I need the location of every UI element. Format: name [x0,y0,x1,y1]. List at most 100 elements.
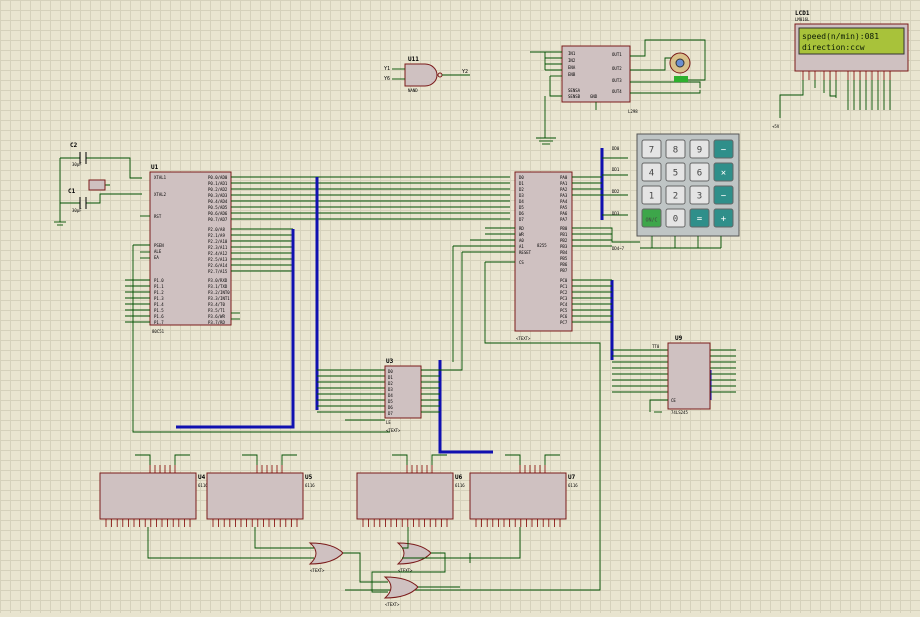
u1-p0-5: P0.5/AD5 [208,205,228,210]
keypad-key[interactable]: + [713,208,734,228]
u1-rst: RST [154,214,162,219]
keypad-key-face [689,208,710,228]
u1-p1-7: P1.7 [154,320,164,325]
c1-value: 30pF [72,208,82,213]
keypad-key[interactable]: × [713,162,734,182]
keypad-key[interactable]: − [713,139,734,159]
u1-p2-0: P2.0/A8 [208,227,225,232]
u1-p0-2: P0.2/AD2 [208,187,228,192]
u9-buffer[interactable]: U9 CE 74LS245 TT0 [649,335,711,415]
u2-pa5: PA5 [560,205,568,210]
u2-a0: A0 [519,238,524,243]
keypad-key-face [641,139,662,159]
memory-chip[interactable]: U7 6116 [469,454,578,527]
lcd-screen [798,27,905,55]
keypad-key[interactable]: 5 [665,162,686,182]
u2-ppi-8255[interactable]: U2 D0 D1 D2 D3 D4 D5 D6 D7 RD WR A0 A1 R… [345,157,640,591]
driver-pin-sensb: SENSB [568,94,581,99]
u2-pa6: PA6 [560,211,568,216]
u2-pb7: PB7 [560,268,568,273]
keypad-key-face [641,208,662,228]
memory-chip-ref: U7 [568,474,576,481]
u2-pb2: PB2 [560,238,568,243]
keypad-key-label: 6 [697,169,702,179]
motor-driver[interactable]: IN1 IN2 ENA ENB SENSA SENSB OUT1 OUT2 OU… [530,39,706,145]
u11-part: NAND [408,88,418,93]
keypad-key-label: − [721,192,727,202]
driver-part: L298 [628,109,638,114]
memory-chip-ref: U5 [305,474,313,481]
u9-body [667,342,711,410]
keypad-key-face [665,139,686,159]
memory-chip-wire [242,454,258,465]
memory-chip-body [206,472,304,520]
memory-chip-wire [392,454,408,465]
u11-ref: U11 [408,56,419,63]
u2-wr: WR [519,232,524,237]
keypad-key[interactable]: 9 [689,139,710,159]
keypad-key[interactable]: ON/C [641,208,662,228]
crystal [88,179,106,191]
keypad-key[interactable]: 1 [641,185,662,205]
memory-chip-wire [281,454,297,465]
keypad-key-face [713,208,734,228]
keypad-key-face [713,185,734,205]
keypad-row-d: DD3 [612,211,620,216]
keypad-key-face [713,162,734,182]
keypad-key-label: × [721,169,726,179]
u1-ref: U1 [151,164,159,171]
u1-p3-2: P3.2/INT0 [208,290,230,295]
u2-d1: D1 [519,181,524,186]
u11-nand-gate[interactable]: U11 Y1 Y6 Y2 NAND [384,56,470,93]
keypad-key[interactable]: 0 [665,208,686,228]
keypad-key[interactable]: 6 [689,162,710,182]
or-gate-3[interactable]: <TEXT> [383,576,419,607]
u2-pb4: PB4 [560,250,568,255]
u1-p2-1: P2.1/A9 [208,233,225,238]
u3-d6: D6 [388,405,393,410]
keypad-key[interactable]: = [689,208,710,228]
memory-chip-body [356,472,454,520]
u1-p2-2: P2.2/A10 [208,239,228,244]
keypad-key[interactable]: 8 [665,139,686,159]
u1-p0-3: P0.3/AD3 [208,193,228,198]
memory-chip-part: 6116 [568,483,578,488]
u3-latch[interactable]: U3 D0 D1 D2 D3 D4 D5 D6 D7 LE <TEXT> [345,358,440,433]
u1-p0-7: P0.7/AD7 [208,217,228,222]
lcd-module[interactable]: LCD1 LM016L speed(n/min):081 direction:c… [772,10,909,129]
u1-part: 80C51 [152,329,165,334]
u1-microcontroller[interactable]: U1 XTAL1 XTAL2 RST PSEN ALE EA P1.0 P1.1… [125,164,510,433]
keypad-key[interactable]: − [713,185,734,205]
memory-chip-part: 6116 [455,483,465,488]
u3-le: LE [386,420,391,425]
keypad-key[interactable]: 4 [641,162,662,182]
u1-p3-7: P3.7/RD [208,320,225,325]
oscillator-section[interactable]: C2 C1 30pF 30pF [54,142,142,226]
keypad-key[interactable]: 7 [641,139,662,159]
u2-d2: D2 [519,187,524,192]
u3-d5: D5 [388,399,393,404]
keypad-key-face [665,185,686,205]
u1-p3-1: P3.1/TXD [208,284,228,289]
u2-rd: RD [519,226,524,231]
u2-d7: D7 [519,217,524,222]
keypad-key-label: − [721,146,727,156]
memory-chip-wire [505,454,521,465]
u2-a1: A1 [519,244,524,249]
driver-pin-out3: OUT3 [612,78,622,83]
driver-pin-ena: ENA [568,65,576,70]
keypad-key[interactable]: 3 [689,185,710,205]
keypad-key-face [689,139,710,159]
keypad-key[interactable]: 2 [665,185,686,205]
keypad-key-face [689,185,710,205]
u2-pb5: PB5 [560,256,568,261]
u3-d7: D7 [388,411,393,416]
or-gate-1[interactable]: <TEXT> [308,542,344,573]
lcd-ref: LCD1 [795,10,810,17]
